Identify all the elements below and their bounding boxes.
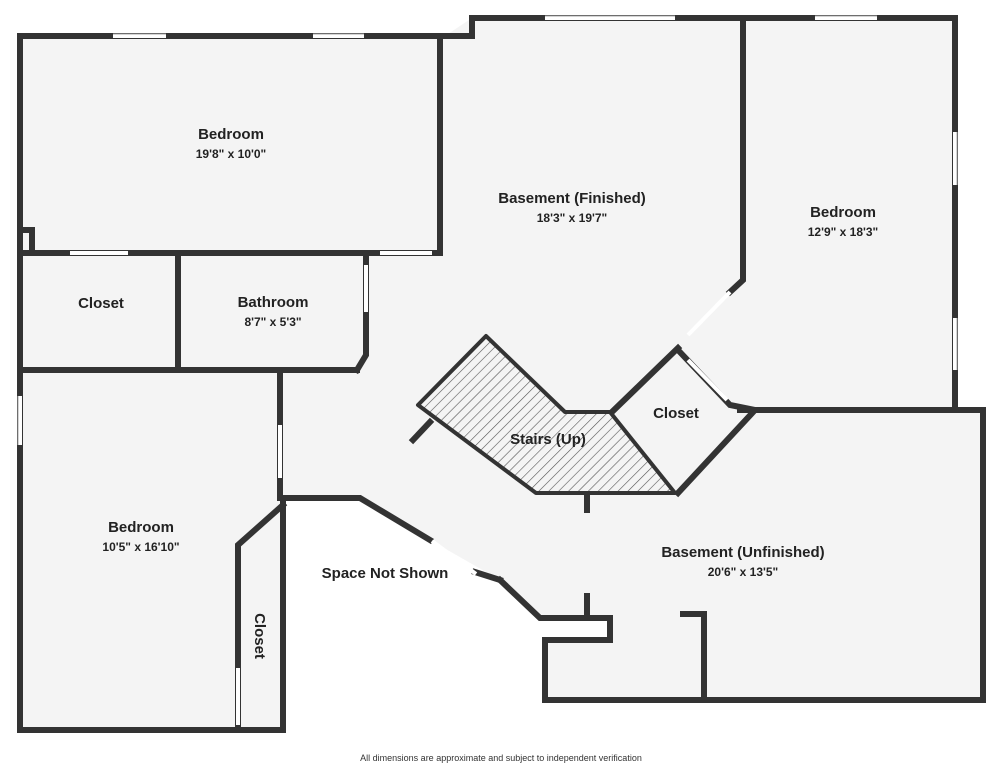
label-bedroom-right: Bedroom — [810, 204, 876, 221]
dims-bedroom-bottom-left: 10'5" x 16'10" — [102, 540, 179, 554]
dims-bedroom-right: 12'9" x 18'3" — [808, 225, 878, 239]
openings — [18, 16, 957, 725]
opening-diag — [430, 539, 478, 576]
room-labels: Bedroom 19'8" x 10'0" Basement (Finished… — [78, 126, 878, 659]
dims-bedroom-top-left: 19'8" x 10'0" — [196, 147, 266, 161]
label-basement-unfinished: Basement (Unfinished) — [661, 544, 824, 561]
stairs-area — [416, 334, 677, 495]
label-bathroom: Bathroom — [238, 294, 309, 311]
dims-basement-finished: 18'3" x 19'7" — [537, 211, 607, 225]
wall-notch — [17, 227, 35, 256]
label-space-not-shown: Space Not Shown — [322, 565, 449, 582]
wall-stub-3 — [680, 611, 707, 703]
wall-finished-right — [725, 15, 746, 297]
wall-stair-stub — [408, 417, 435, 445]
opening-edges — [17, 15, 958, 445]
label-closet-left: Closet — [78, 295, 124, 312]
wall-right-bedroom-lower — [609, 343, 683, 415]
label-closet-middle: Closet — [653, 405, 699, 422]
label-bedroom-bottom-left: Bedroom — [108, 519, 174, 536]
label-stairs: Stairs (Up) — [510, 431, 586, 448]
outer-wall-top-left — [17, 15, 958, 733]
label-basement-finished: Basement (Finished) — [498, 190, 646, 207]
dims-bathroom: 8'7" x 5'3" — [244, 315, 301, 329]
label-bedroom-top-left: Bedroom — [198, 126, 264, 143]
dims-basement-unfinished: 20'6" x 13'5" — [708, 565, 778, 579]
door-closet-mid — [686, 358, 729, 402]
door-right-bedroom — [686, 290, 732, 337]
walls — [17, 15, 986, 733]
label-closet-vertical: Closet — [251, 613, 268, 659]
outer-wall-right-lower — [495, 407, 986, 703]
outer-wall-diag-mid — [471, 568, 504, 584]
disclaimer-footer: All dimensions are approximate and subje… — [360, 753, 642, 763]
